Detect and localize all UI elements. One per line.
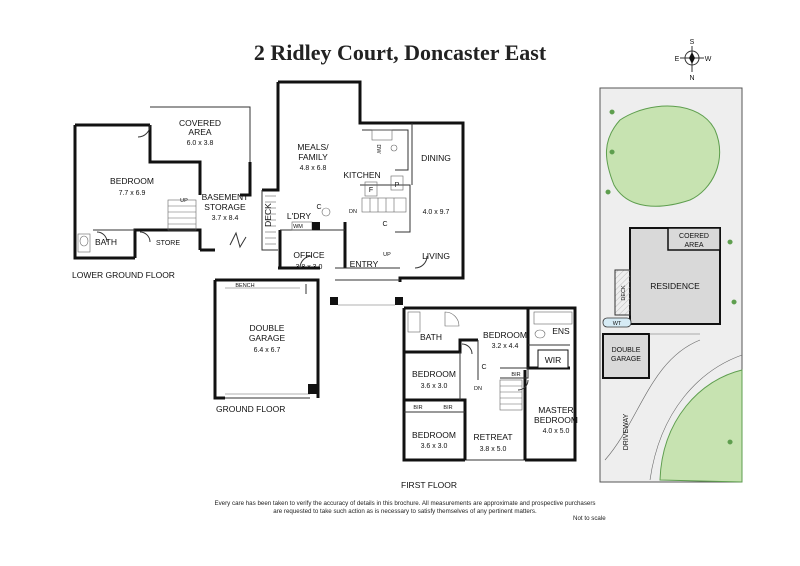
gf-deck-label: DECK: [263, 203, 273, 227]
site-deck-label: DECK: [621, 285, 627, 301]
ff-dn-label: DN: [474, 386, 482, 392]
ff-retreat-label: RETREAT: [473, 432, 512, 442]
disclaimer-line-1: Every care has been taken to verify the …: [214, 500, 596, 507]
ff-bedroom-low-size: 3.6 x 3.0: [421, 443, 448, 450]
first-floor-plan: BATH BEDROOM 3.2 x 4.4 ENS WIR BEDROOM 3…: [401, 306, 578, 490]
lg-bedroom-label: BEDROOM: [110, 176, 154, 186]
ff-bath-label: BATH: [420, 332, 442, 342]
lg-bedroom-size: 7.7 x 6.9: [119, 190, 146, 197]
ff-bedroom-top-label: BEDROOM: [483, 330, 527, 340]
gf-meals-label: MEALS/FAMILY: [297, 142, 329, 162]
gf-office-label: OFFICE: [293, 250, 324, 260]
disclaimer: Every care has been taken to verify the …: [150, 500, 660, 516]
lg-up-label: UP: [180, 198, 188, 204]
gf-p-label: P: [395, 182, 400, 189]
first-floor-label: FIRST FLOOR: [401, 480, 457, 490]
ff-bedroom-mid-label: BEDROOM: [412, 369, 456, 379]
ground-floor-plan: MEALS/FAMILY 4.8 x 6.8 KITCHEN DINING 4.…: [213, 80, 465, 414]
disclaimer-line-2: are requested to take such action as is …: [273, 508, 537, 515]
gf-f-label: F: [369, 187, 373, 194]
site-residence-label: RESIDENCE: [650, 281, 700, 291]
not-to-scale-note: Not to scale: [573, 515, 606, 522]
compass-w: W: [705, 56, 712, 63]
ff-bedroom-mid-size: 3.6 x 3.0: [421, 383, 448, 390]
ff-master-size: 4.0 x 5.0: [543, 428, 570, 435]
gf-dining-label: DINING: [421, 153, 451, 163]
gf-living-label: LIVING: [422, 251, 450, 261]
ff-bir-3-label: BIR: [511, 372, 520, 378]
lg-store-label: STORE: [156, 240, 180, 247]
compass-s: S: [690, 39, 695, 46]
gf-entry-label: ENTRY: [350, 259, 379, 269]
ff-bir-1-label: BIR: [413, 405, 422, 411]
gf-laundry-label: L'DRY: [287, 211, 311, 221]
compass-n: N: [689, 75, 694, 82]
page-title: 2 Ridley Court, Doncaster East: [253, 40, 547, 65]
ff-retreat-size: 3.8 x 5.0: [480, 446, 507, 453]
lg-bath-label: BATH: [95, 237, 117, 247]
gf-bench-label: BENCH: [235, 283, 254, 289]
gf-kitchen-label: KITCHEN: [343, 170, 380, 180]
gf-up-label: UP: [383, 252, 391, 258]
ff-bedroom-top-size: 3.2 x 4.4: [492, 343, 519, 350]
lower-ground-floor-label: LOWER GROUND FLOOR: [72, 270, 175, 280]
gf-wm-label: WM: [293, 224, 303, 230]
gf-dn-label: DN: [349, 209, 357, 215]
gf-office-size: 3.8 x 3.0: [296, 264, 323, 271]
site-wt-label: WT: [613, 321, 622, 327]
lg-covered-area-size: 6.0 x 3.8: [187, 140, 214, 147]
lg-basement-size: 3.7 x 8.4: [212, 215, 239, 222]
gf-garage-size: 6.4 x 6.7: [254, 347, 281, 354]
ground-floor-label: GROUND FLOOR: [216, 404, 285, 414]
gf-meals-size: 4.8 x 6.8: [300, 165, 327, 172]
ff-wir-label: WIR: [545, 355, 562, 365]
gf-c2-label: C: [382, 221, 387, 228]
ff-c-label: C: [481, 364, 486, 371]
gf-dw-label: DW: [375, 144, 381, 154]
ff-bedroom-low-label: BEDROOM: [412, 430, 456, 440]
compass-e: E: [675, 56, 680, 63]
site-driveway-label: DRIVEWAY: [623, 413, 630, 450]
gf-c-label: C: [316, 204, 321, 211]
ff-bir-2-label: BIR: [443, 405, 452, 411]
gf-living-size: 4.0 x 9.7: [423, 209, 450, 216]
ff-ens-label: ENS: [552, 326, 570, 336]
compass: S N E W: [675, 39, 712, 82]
